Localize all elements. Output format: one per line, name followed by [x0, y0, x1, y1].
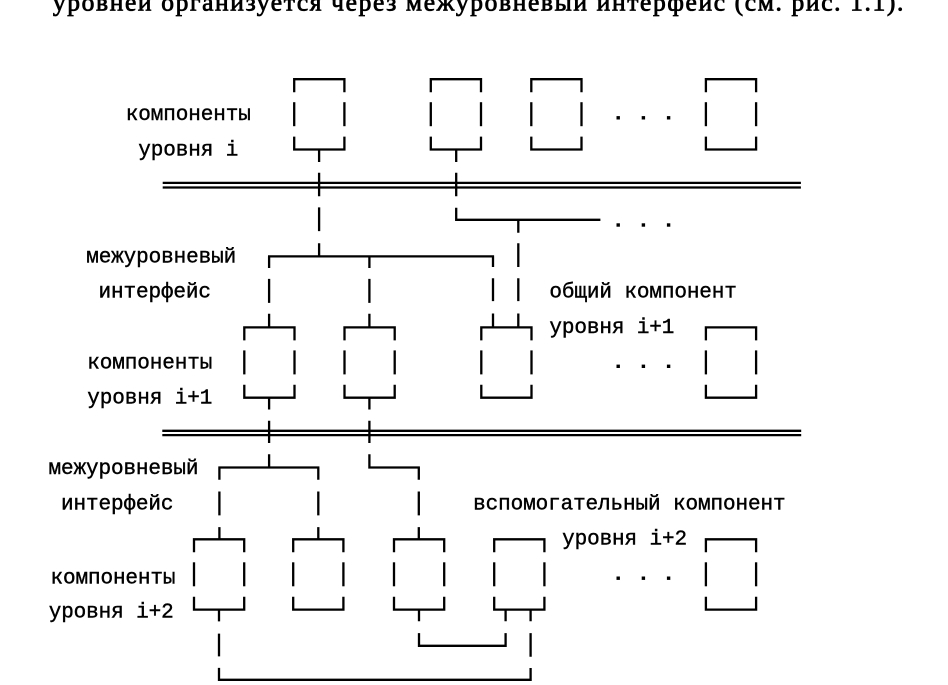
svg-text:уровней организуется через меж: уровней организуется через межуровневый … — [53, 0, 904, 16]
svg-text:компоненты: компоненты — [126, 104, 251, 127]
svg-text:интерфейс: интерфейс — [99, 282, 212, 305]
svg-text:интерфейс: интерфейс — [61, 493, 174, 516]
svg-text:межуровневый: межуровневый — [49, 458, 199, 481]
svg-text:уровня i+2: уровня i+2 — [562, 529, 687, 552]
svg-text:уровня i+2: уровня i+2 — [49, 602, 174, 625]
svg-text:уровня i+1: уровня i+1 — [87, 388, 212, 411]
svg-text:вспомогательный компонент: вспомогательный компонент — [473, 493, 785, 516]
svg-text:уровня i+1: уровня i+1 — [549, 317, 674, 340]
svg-text:уровня i: уровня i — [138, 139, 238, 162]
svg-text:компоненты: компоненты — [51, 567, 176, 590]
svg-text:общий компонент: общий компонент — [549, 282, 737, 305]
svg-text:компоненты: компоненты — [87, 353, 212, 376]
svg-text:межуровневый: межуровневый — [86, 246, 236, 269]
